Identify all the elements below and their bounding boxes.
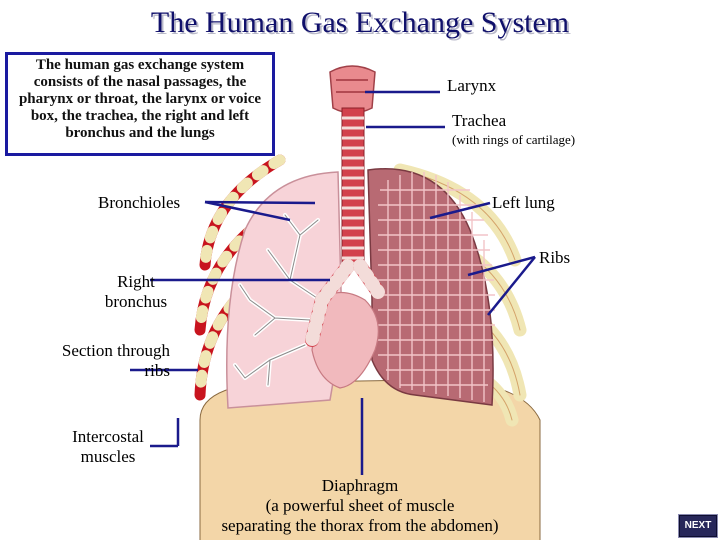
next-button[interactable]: NEXT	[678, 514, 718, 538]
label-ribs: Ribs	[539, 248, 571, 267]
label-intercostal-muscles: Intercostal muscles	[72, 427, 144, 466]
left-lung	[367, 168, 494, 406]
label-section-through-ribs: Section through ribs	[61, 341, 170, 380]
intro-text: The human gas exchange system consists o…	[5, 52, 275, 156]
label-diaphragm: Diaphragm (a powerful sheet of muscle se…	[221, 476, 499, 535]
heart	[311, 291, 379, 389]
label-trachea-note: (with rings of cartilage)	[452, 132, 576, 147]
alveoli-texture	[378, 172, 495, 402]
label-left-lung: Left lung	[492, 193, 555, 212]
label-trachea: Trachea	[452, 111, 507, 130]
label-larynx: Larynx	[447, 76, 497, 95]
bronchi	[305, 259, 385, 347]
label-right-bronchus: Right bronchus	[104, 272, 168, 311]
label-bronchioles: Bronchioles	[98, 193, 181, 212]
pointer-lines	[130, 90, 536, 475]
page-title: The Human Gas Exchange System	[150, 6, 570, 39]
cartilage-rings	[342, 116, 364, 260]
larynx	[329, 65, 376, 114]
